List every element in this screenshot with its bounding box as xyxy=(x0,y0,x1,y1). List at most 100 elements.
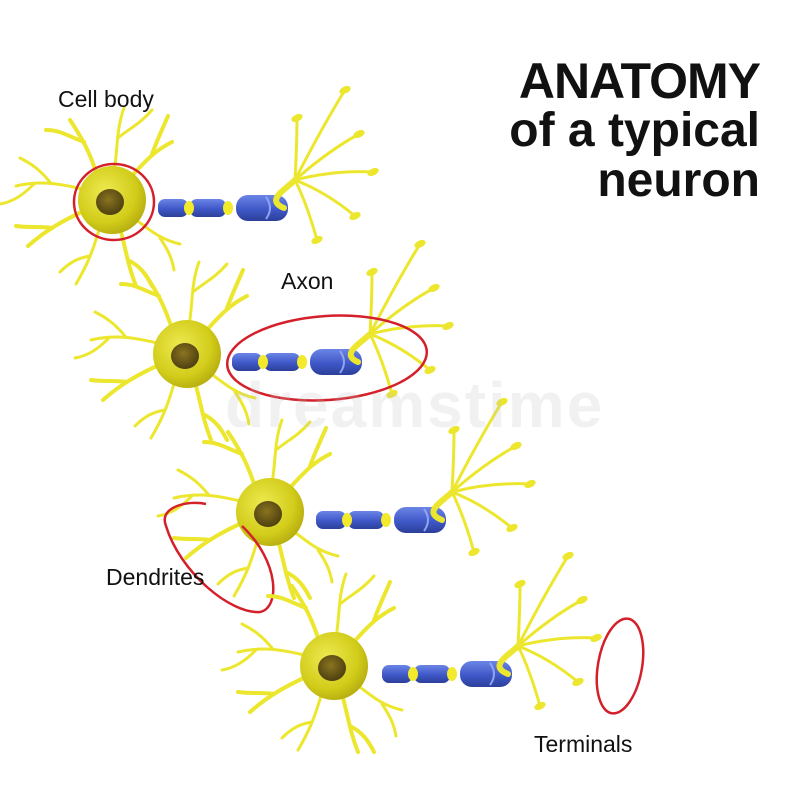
axon-terminal-trunk xyxy=(496,643,521,677)
dendrite xyxy=(73,310,163,360)
label-terminals: Terminals xyxy=(534,731,633,757)
synaptic-bouton xyxy=(424,365,436,375)
axon-terminal-branch xyxy=(368,324,450,336)
axon-terminal-branch xyxy=(450,482,532,494)
axon-terminal-branch xyxy=(293,88,347,182)
dendrite xyxy=(112,106,154,174)
axon-terminal-branch xyxy=(368,286,436,336)
node-of-ranvier xyxy=(447,667,457,681)
dendrite xyxy=(276,538,312,600)
dendrite xyxy=(0,156,88,206)
myelin-sheath xyxy=(382,665,412,683)
dendrite xyxy=(119,272,175,334)
node-of-ranvier xyxy=(408,667,418,681)
axon-terminal-branch xyxy=(293,178,319,242)
nucleus xyxy=(96,189,124,215)
title-line-3: neuron xyxy=(597,154,760,207)
title-line-1: ANATOMY xyxy=(518,53,761,109)
synaptic-bouton xyxy=(448,425,460,435)
synaptic-bouton xyxy=(562,551,574,561)
dendrite xyxy=(220,622,310,672)
synaptic-bouton xyxy=(510,441,522,451)
dendrite xyxy=(172,520,246,560)
dendrite xyxy=(216,536,260,598)
synaptic-bouton xyxy=(386,389,398,399)
synaptic-bouton xyxy=(428,283,440,293)
node-of-ranvier xyxy=(342,513,352,527)
node-of-ranvier xyxy=(223,201,233,215)
axon-terminal-branch xyxy=(450,444,518,494)
highlight-dendrites xyxy=(163,501,275,614)
dendrite xyxy=(207,370,257,426)
highlight-axon xyxy=(225,314,429,402)
synaptic-bouton xyxy=(496,397,508,407)
axon-terminal-trunk xyxy=(273,177,298,211)
synaptic-bouton xyxy=(524,479,536,489)
synaptic-bouton xyxy=(311,235,323,245)
axon-terminal-branch xyxy=(368,270,374,336)
myelin-sheath xyxy=(190,199,226,217)
axon-terminal-branch xyxy=(516,636,598,648)
dendrite xyxy=(334,572,376,640)
synaptic-bouton xyxy=(442,321,454,331)
sheath-ring xyxy=(265,196,271,220)
dendrite xyxy=(236,674,310,714)
synaptic-bouton xyxy=(576,595,588,605)
nucleus xyxy=(254,501,282,527)
axon-terminal-branch xyxy=(368,332,432,372)
neuron-1 xyxy=(0,85,379,288)
synaptic-bouton xyxy=(514,579,526,589)
dendrite xyxy=(270,418,312,486)
myelin-sheath xyxy=(414,665,450,683)
dendrite xyxy=(290,528,340,584)
sheath-ring xyxy=(339,350,345,374)
neuron-3 xyxy=(156,397,536,614)
node-of-ranvier xyxy=(297,355,307,369)
axon-terminal-branch xyxy=(450,490,476,554)
synaptic-bouton xyxy=(590,633,602,643)
axon-terminal-branch xyxy=(516,582,522,648)
synaptic-bouton xyxy=(414,239,426,249)
dendrite xyxy=(14,208,88,248)
highlight-terminals xyxy=(595,617,645,715)
label-cell-body: Cell body xyxy=(58,86,154,112)
axon-terminal-branch xyxy=(293,116,299,182)
title-line-2: of a typical xyxy=(509,104,760,157)
dendrite xyxy=(44,118,100,180)
dendrite xyxy=(156,468,246,518)
synaptic-bouton xyxy=(468,547,480,557)
axon-terminal-branch xyxy=(450,400,504,494)
myelin-sheath xyxy=(158,199,188,217)
synaptic-bouton xyxy=(349,211,361,221)
nucleus xyxy=(171,343,199,369)
myelin-sheath xyxy=(264,353,300,371)
dendrite xyxy=(128,114,174,180)
myelin-sheath xyxy=(316,511,346,529)
axon-terminal-branch xyxy=(450,428,456,494)
myelin-sheath xyxy=(232,353,262,371)
synaptic-bouton xyxy=(534,701,546,711)
node-of-ranvier xyxy=(381,513,391,527)
neuron-4 xyxy=(220,551,645,754)
dendrite xyxy=(203,268,249,334)
label-axon: Axon xyxy=(281,268,334,294)
axon-terminal-branch xyxy=(516,598,584,648)
axon-terminal-branch xyxy=(293,170,375,182)
dendrite xyxy=(354,682,404,738)
synaptic-bouton xyxy=(353,129,365,139)
dendrite xyxy=(132,216,182,272)
dendrite xyxy=(187,260,229,328)
axon-terminal-branch xyxy=(293,132,361,182)
label-dendrites: Dendrites xyxy=(106,564,205,590)
dendrite xyxy=(202,430,258,492)
axon-terminal-branch xyxy=(293,178,357,218)
sheath-ring xyxy=(489,662,495,686)
axon-terminal-trunk xyxy=(430,489,455,523)
synaptic-bouton xyxy=(367,167,379,177)
synaptic-bouton xyxy=(572,677,584,687)
diagram-title: ANATOMY of a typical neuron xyxy=(509,53,761,207)
axon-terminal-trunk xyxy=(347,331,373,365)
dendrite xyxy=(350,580,396,646)
